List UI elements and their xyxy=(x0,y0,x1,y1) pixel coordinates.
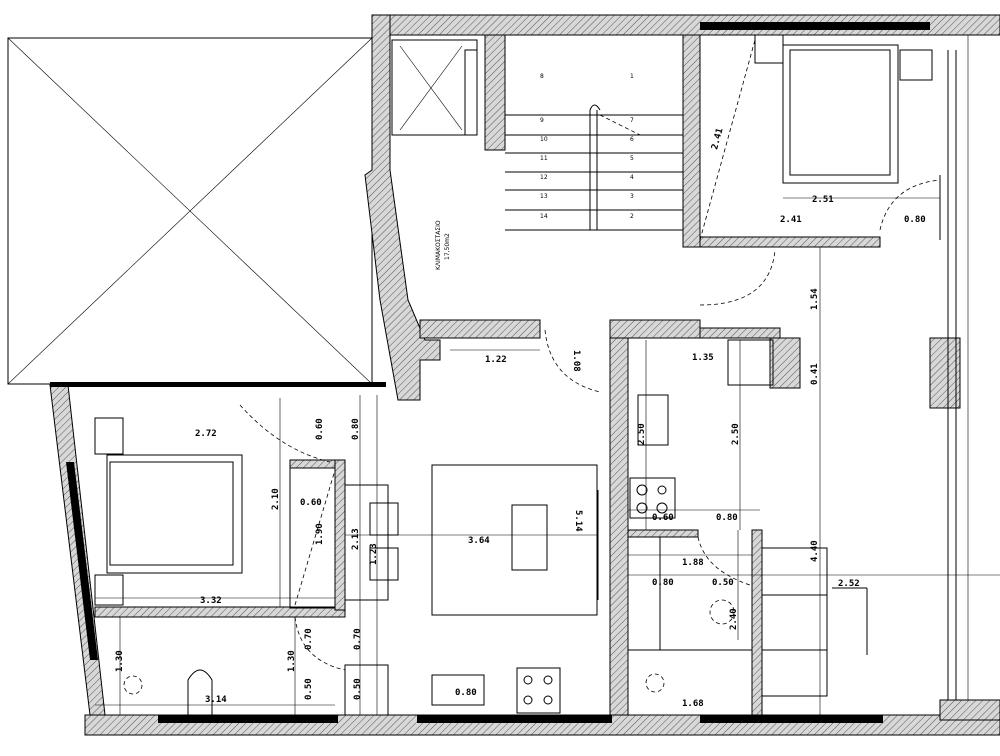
room-area: 17,50m2 xyxy=(444,233,451,260)
dim-label: 2.51 xyxy=(812,195,834,205)
dim-label: 1.23 xyxy=(369,543,379,565)
dim-label: 1.35 xyxy=(692,353,714,363)
dim-label: 1.88 xyxy=(682,558,704,568)
dim-label: 1.30 xyxy=(115,650,125,672)
bathroom xyxy=(123,537,752,715)
dimension-lines xyxy=(95,197,1000,715)
dim-label: 1.22 xyxy=(485,355,507,365)
dim-label: 0.80 xyxy=(904,215,926,225)
dim-label: 5.14 xyxy=(573,510,583,532)
dim-label: 3.32 xyxy=(200,596,222,606)
dim-label: 0.60 xyxy=(652,513,674,523)
dim-label: 2.13 xyxy=(351,528,361,550)
step-number: 11 xyxy=(540,155,548,162)
dim-label: 1.54 xyxy=(810,288,820,310)
step-number: 1 xyxy=(630,73,634,80)
dim-label: 2.41 xyxy=(780,215,802,225)
windows xyxy=(50,22,969,723)
dim-label: 2.72 xyxy=(195,429,217,439)
step-number: 14 xyxy=(540,213,548,220)
bedroom-left xyxy=(94,417,336,609)
dim-label: 0.80 xyxy=(652,578,674,588)
dim-label: 1.68 xyxy=(682,699,704,709)
step-number: 12 xyxy=(540,174,548,181)
step-number: 8 xyxy=(540,73,544,80)
step-number: 2 xyxy=(630,213,634,220)
step-number: 3 xyxy=(630,193,634,200)
dim-label: 2.40 xyxy=(729,608,739,630)
light-well xyxy=(7,37,373,385)
dim-label: 0.70 xyxy=(353,628,363,650)
elevator xyxy=(391,39,478,136)
dim-label: 1.08 xyxy=(571,350,581,372)
kitchen xyxy=(344,339,774,716)
dim-label: 0.60 xyxy=(315,418,325,440)
dim-label: 1.90 xyxy=(315,523,325,545)
dim-label: 0.41 xyxy=(810,363,820,385)
step-number: 6 xyxy=(630,136,634,143)
bedroom-top xyxy=(699,34,941,241)
step-number: 9 xyxy=(540,117,544,124)
dim-label: 0.50 xyxy=(304,678,314,700)
step-number: 7 xyxy=(630,117,634,124)
stair-step-numbers: 8 9 10 11 12 13 14 7 6 5 4 3 2 1 xyxy=(540,73,634,220)
dim-label: 2.10 xyxy=(271,488,281,510)
room-label: ΚΛΙΜΑΚΟΣΤΑΣΙΟ 17,50m2 xyxy=(435,220,451,270)
door-swings xyxy=(239,249,776,671)
dim-label: 0.80 xyxy=(455,688,477,698)
dim-label: 2.52 xyxy=(838,579,860,589)
dim-label: 0.50 xyxy=(712,578,734,588)
room-name: ΚΛΙΜΑΚΟΣΤΑΣΙΟ xyxy=(435,220,442,270)
dim-label: 2.50 xyxy=(637,423,647,445)
dim-label: 3.64 xyxy=(468,536,490,546)
dim-label: 3.14 xyxy=(205,695,227,705)
step-number: 5 xyxy=(630,155,634,162)
walls xyxy=(49,14,1000,736)
dim-label: 0.80 xyxy=(716,513,738,523)
dim-label: 1.30 xyxy=(287,650,297,672)
dim-label: 4.40 xyxy=(810,540,820,562)
dim-label: 0.60 xyxy=(300,498,322,508)
dining-area xyxy=(344,464,599,616)
dim-label: 0.50 xyxy=(353,678,363,700)
sofa xyxy=(761,547,868,697)
step-number: 13 xyxy=(540,193,548,200)
step-number: 4 xyxy=(630,174,634,181)
dim-label: 0.70 xyxy=(304,628,314,650)
dim-label: 0.80 xyxy=(351,418,361,440)
dimension-labels: 2.51 2.41 2.41 0.80 1.54 1.22 1.08 1.35 … xyxy=(115,127,926,709)
step-number: 10 xyxy=(540,136,548,143)
dim-label: 2.50 xyxy=(731,423,741,445)
dim-label: 2.41 xyxy=(710,127,725,151)
staircase xyxy=(505,104,683,231)
